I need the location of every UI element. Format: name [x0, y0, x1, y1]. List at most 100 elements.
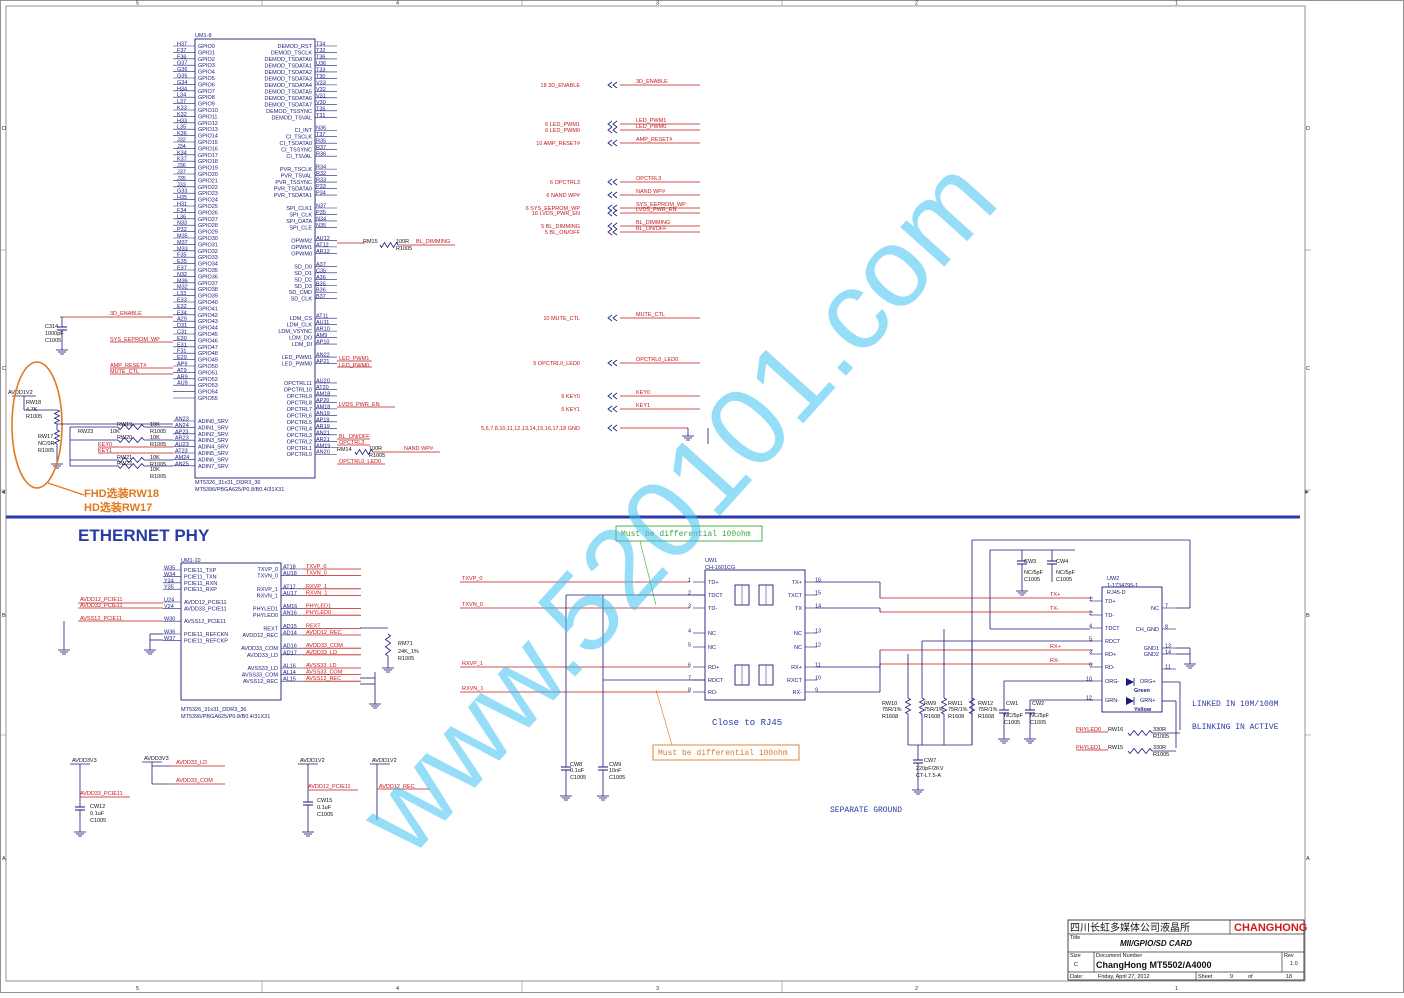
pin-number: M33 — [177, 246, 188, 252]
pin-number: AU12 — [316, 236, 330, 242]
net-label: PHYLED1 — [306, 604, 331, 610]
pin-name: PHYLED0 — [253, 613, 278, 619]
pin-number: Y34 — [164, 578, 174, 584]
pin-number: B37 — [316, 294, 326, 300]
docnum-value: ChangHong MT5502/A4000 — [1096, 960, 1212, 970]
pin-number: 8 — [1165, 625, 1168, 631]
pin-number: T37 — [316, 132, 325, 138]
ref-designator: RW21 — [117, 455, 132, 461]
pin-number: 11 — [1165, 665, 1171, 671]
pin-name: DEMOD_TSCLK — [271, 50, 313, 56]
termination-resistor — [904, 697, 912, 715]
pin-name: AVDD33_PCIE11 — [184, 606, 227, 612]
pin-name: OPCTRL3 — [287, 433, 312, 439]
col-marker-top: 5 — [136, 1, 139, 7]
component-package: R1005 — [150, 429, 166, 435]
title-block — [1067, 919, 1305, 981]
component-package: C1005 — [1030, 720, 1046, 726]
pin-name: OPWM1 — [291, 245, 312, 251]
pin-name: CI_INT — [295, 128, 313, 134]
led-yellow-label: Yellow — [1134, 707, 1152, 713]
pin-name: RD- — [708, 690, 718, 696]
pin-name: TD- — [1105, 613, 1114, 619]
rw20-resistor — [117, 436, 145, 444]
component-value: 0.1uF — [90, 811, 105, 817]
pin-number: 14 — [815, 604, 821, 610]
pin-number: K33 — [177, 106, 187, 112]
rj-net-label: TX- — [1050, 606, 1059, 612]
pin-number: AN23 — [175, 417, 189, 423]
pin-number: G36 — [177, 67, 187, 73]
diff-note-top: Must be differential 100ohm — [621, 530, 751, 539]
offpage-net-label: BL_DIMMING — [636, 220, 670, 226]
net-label: PHYLED0 — [306, 610, 331, 616]
pin-number: G33 — [177, 189, 187, 195]
pin-name: GPIO46 — [198, 338, 218, 344]
offpage-net-label: BL_ON/OFF — [636, 226, 667, 232]
net-label: RXVP_1 — [306, 584, 327, 590]
pin-number: 12 — [1086, 696, 1092, 702]
pin-name: LDM_DO — [289, 336, 313, 342]
pin-number: 8 — [688, 688, 691, 694]
row-marker-right: A — [1306, 856, 1310, 862]
component-package: R1005 — [369, 453, 385, 459]
led-orange-icon — [1126, 678, 1134, 686]
pin-name: GPIO36 — [198, 274, 218, 280]
net-label: AVDD33_COM — [306, 643, 343, 649]
pin-number: 9 — [815, 688, 818, 694]
offpage-connector-icon — [607, 81, 618, 89]
pin-number: H33 — [177, 118, 187, 124]
pin-number: H35 — [177, 195, 187, 201]
net-label: KEY0 — [98, 442, 112, 448]
pin-name: TX+ — [792, 580, 802, 586]
component-package: C1005 — [609, 775, 625, 781]
component-package: C1005 — [90, 818, 106, 824]
net-label: AMP_RESET# — [110, 363, 147, 369]
rev-value: 1.0 — [1290, 961, 1298, 967]
pin-name: SD_D1 — [294, 271, 312, 277]
ref-designator: RM71 — [398, 641, 413, 647]
pin-number: M36 — [177, 278, 188, 284]
pin-name: PVR_TSDATA1 — [274, 193, 312, 199]
pin-number: W35 — [164, 566, 175, 572]
component-package: R1005 — [1153, 752, 1169, 758]
pin-number: A29 — [177, 317, 187, 323]
termination-resistor — [918, 697, 926, 715]
pin-number: AP9 — [177, 362, 187, 368]
net-label: AVDD33_LD — [176, 760, 207, 766]
offpage-net-label: OPCTRL3 — [636, 176, 661, 182]
pin-name: GPIO39 — [198, 294, 218, 300]
pin-name: TXVN_0 — [257, 574, 278, 580]
pin-name: AVDD12_REC — [242, 633, 278, 639]
net-label: TXVP_0 — [306, 564, 326, 570]
pin-name: SD_CMD — [289, 290, 312, 296]
pin-number: AU9 — [177, 381, 188, 387]
offpage-net-label: OPCTRL0_LED0 — [636, 357, 678, 363]
component-value: 100R — [396, 239, 409, 245]
offpage-label: 10 AMP_RESET# — [536, 141, 581, 147]
ref-designator: RW17 — [38, 434, 53, 440]
pin-name: PCIE11_REFCKN — [184, 632, 228, 638]
pin-number: R33 — [316, 178, 326, 184]
net-label: LVDS_PWR_EN — [339, 402, 380, 408]
pin-name: TDCT — [1105, 626, 1120, 632]
pin-number: AU11 — [316, 320, 329, 326]
pin-number: H34 — [177, 86, 187, 92]
component-package: C1005 — [1004, 720, 1020, 726]
pin-name: OPCTRL6 — [287, 413, 312, 419]
net-label: AVDD33_PCIE11 — [80, 791, 123, 797]
ref-designator: RW20 — [117, 435, 132, 441]
pin-name: GPIO44 — [198, 326, 218, 332]
net-label: AVSS33_COM — [306, 670, 343, 676]
rw15-resistor — [1127, 747, 1153, 755]
pin-number: AN16 — [283, 611, 297, 617]
pin-number: P35 — [316, 210, 326, 216]
net-label: SYS_EEPROM_WP — [110, 337, 160, 343]
pin-number: AU20 — [316, 378, 330, 384]
row-marker-left: A — [2, 856, 6, 862]
pin-number: AP21 — [316, 359, 329, 365]
rw17-resistor — [53, 429, 61, 445]
pin-number: G37 — [177, 61, 187, 67]
pin-name: CI_TSDATA0 — [280, 141, 313, 147]
pin-name: TXVP_0 — [258, 567, 278, 573]
